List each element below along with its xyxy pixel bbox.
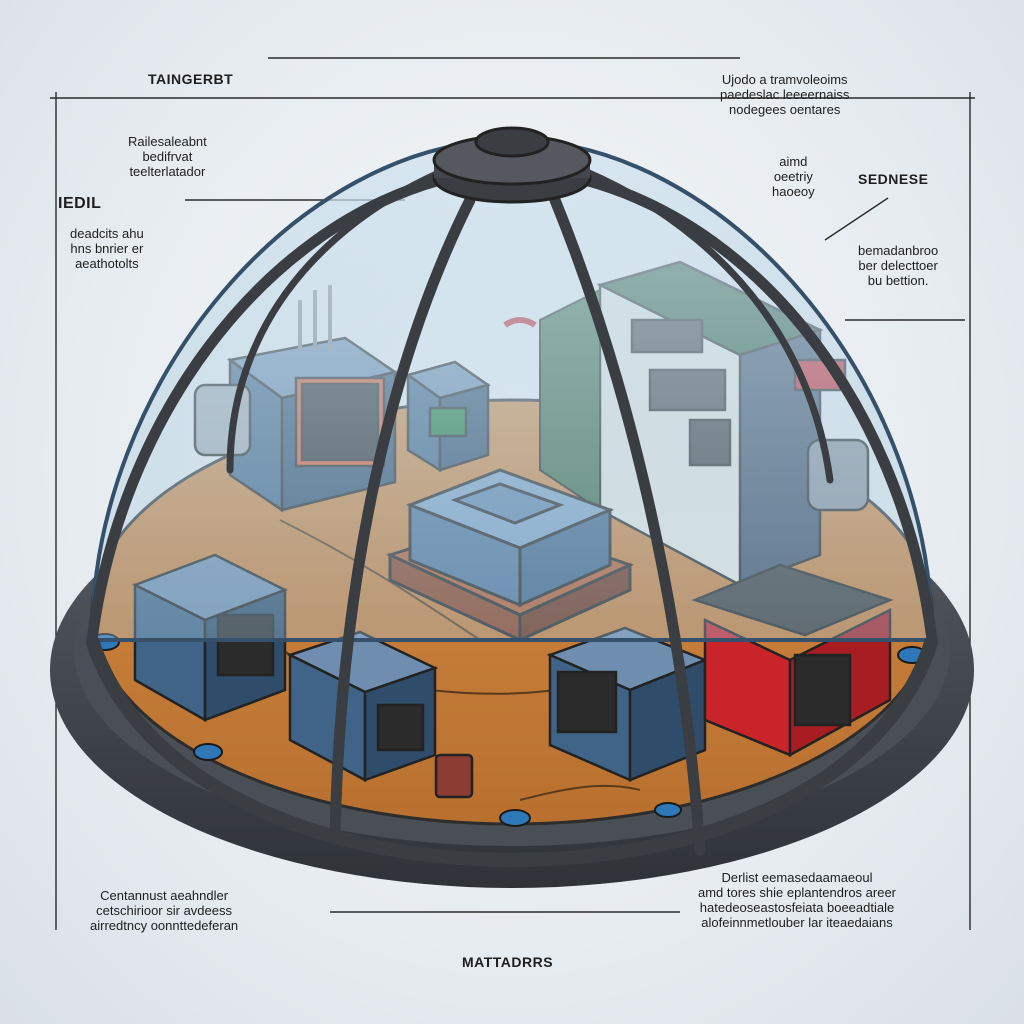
center-right-annotation: aimd oeetriy haoeoy <box>772 154 815 199</box>
annotation-line: haoeoy <box>772 184 815 199</box>
leader-lines <box>50 57 975 930</box>
annotation-line: Ujodo a tramvoleoims <box>721 72 848 87</box>
upper-left-annotation: Railesaleabnt bedifrvat teelterlatador <box>128 134 207 179</box>
dome-front-rim <box>85 637 939 868</box>
bottom-center-title: MATTADRRS <box>462 954 554 970</box>
annotation-line: hatedeoseastosfeiata boeeadtiale <box>699 900 895 915</box>
top-left-title: TAINGERBT <box>148 71 234 87</box>
annotation-line: airredtncy oonnttedeferan <box>90 918 239 933</box>
left-annotation: deadcits ahu hns bnrier er aeathotolts <box>70 226 144 271</box>
annotation-line: oeetriy <box>773 169 813 184</box>
annotation-line: amd tores shie eplantendros areer <box>698 885 897 900</box>
annotation-line: aimd <box>779 154 808 169</box>
annotation-line: Railesaleabnt <box>128 134 207 149</box>
dome-top-cap <box>432 126 592 204</box>
bottom-right-annotation: Derlist eemasedaamaeoul amd tores shie e… <box>698 870 896 930</box>
left-heading: IEDIL <box>58 195 102 212</box>
annotation-line: paedeslac leeeernaiss <box>720 87 850 102</box>
annotation-line: bedifrvat <box>142 149 193 164</box>
machine-front-center <box>286 630 474 799</box>
annotation-line: teelterlatador <box>129 164 206 179</box>
annotation-line: hns bnrier er <box>70 241 144 256</box>
dome-ribs <box>86 146 938 856</box>
top-right-annotation: Ujodo a tramvoleoims paedeslac leeeernai… <box>720 72 849 117</box>
annotation-line: ber delecttoer <box>858 258 938 273</box>
annotation-line: Centannust aeahndler <box>100 888 229 903</box>
right-annotation: bemadanbroo ber delecttoer bu bettion. <box>858 243 938 288</box>
annotation-line: bu bettion. <box>867 273 929 288</box>
annotation-line: deadcits ahu <box>70 226 144 241</box>
annotation-line: bemadanbroo <box>858 243 939 258</box>
annotation-line: alofeinnmetlouber lar iteaedaians <box>701 915 893 930</box>
bottom-left-annotation: Centannust aeahndler cetschirioor sir av… <box>90 888 238 933</box>
annotation-line: aeathotolts <box>75 256 139 271</box>
annotation-line: Derlist eemasedaamaeoul <box>721 870 873 885</box>
annotation-line: nodegees oentares <box>729 102 841 117</box>
annotation-line: cetschirioor sir avdeess <box>96 903 232 918</box>
right-heading: SEDNESE <box>858 171 929 187</box>
